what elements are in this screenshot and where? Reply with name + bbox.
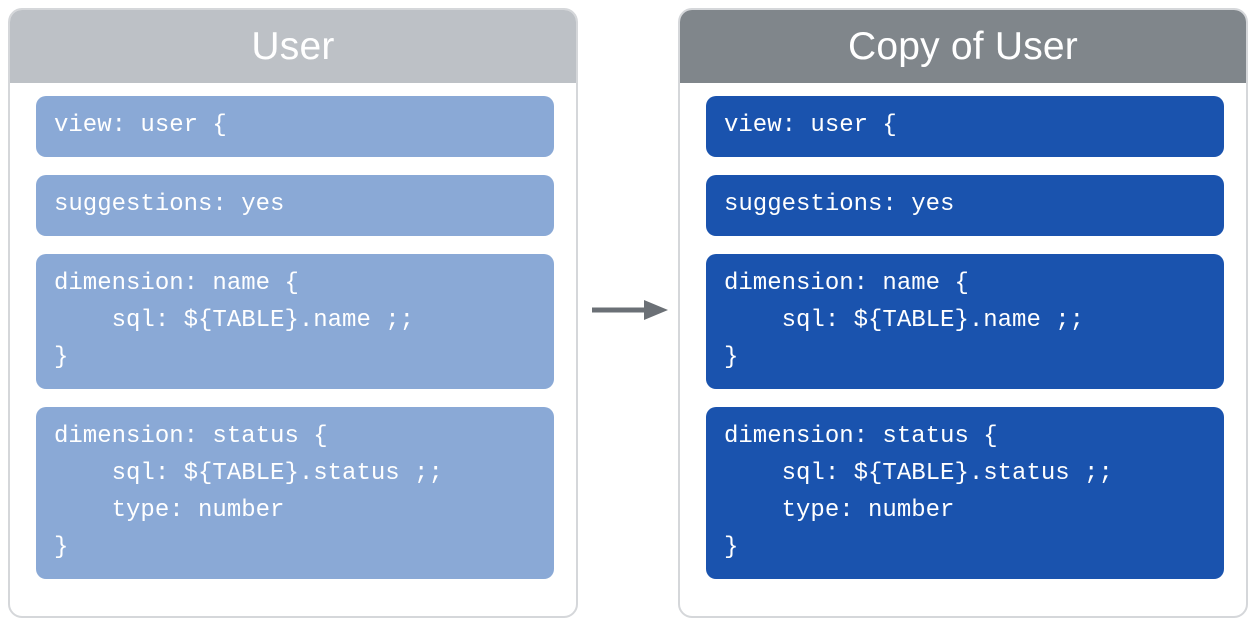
- panel-copy-title: Copy of User: [848, 25, 1078, 68]
- code-block-suggestions[interactable]: suggestions: yes: [36, 175, 554, 236]
- code-block-dimension-status[interactable]: dimension: status { sql: ${TABLE}.status…: [706, 407, 1224, 579]
- panel-source-header: User: [10, 10, 576, 83]
- code-block-dimension-status[interactable]: dimension: status { sql: ${TABLE}.status…: [36, 407, 554, 579]
- code-block-view[interactable]: view: user {: [36, 96, 554, 157]
- code-block-suggestions[interactable]: suggestions: yes: [706, 175, 1224, 236]
- code-block-view[interactable]: view: user {: [706, 96, 1224, 157]
- code-block-dimension-name[interactable]: dimension: name { sql: ${TABLE}.name ;; …: [36, 254, 554, 389]
- panel-source-title: User: [251, 25, 335, 68]
- panel-copy-of-user: Copy of User view: user { suggestions: y…: [678, 8, 1248, 618]
- panel-copy-header: Copy of User: [680, 10, 1246, 83]
- panel-source-body: view: user { suggestions: yes dimension:…: [10, 83, 576, 579]
- panel-source-user: User view: user { suggestions: yes dimen…: [8, 8, 578, 618]
- code-block-dimension-name[interactable]: dimension: name { sql: ${TABLE}.name ;; …: [706, 254, 1224, 389]
- panel-copy-body: view: user { suggestions: yes dimension:…: [680, 83, 1246, 579]
- arrow-right-icon: [592, 296, 668, 324]
